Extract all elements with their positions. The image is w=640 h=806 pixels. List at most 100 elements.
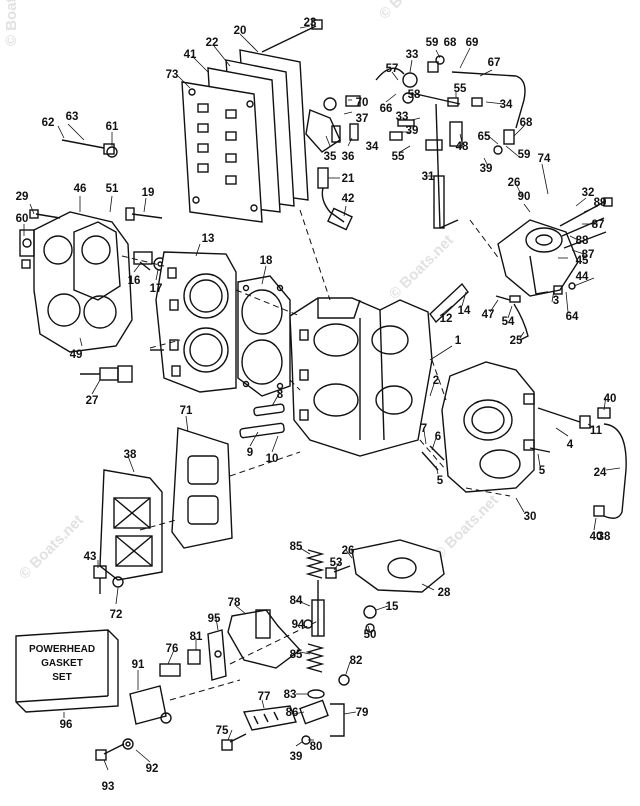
callout-number: 33 xyxy=(406,49,419,61)
linkage-12-14 xyxy=(429,282,576,341)
callout-number: 60 xyxy=(16,213,29,225)
callout-number: 26 xyxy=(508,177,521,189)
callout-number: 40 xyxy=(604,393,617,405)
callout-number: 83 xyxy=(284,689,297,701)
callout-number: 36 xyxy=(342,151,355,163)
spark-plug xyxy=(80,365,133,383)
callout-number: 75 xyxy=(216,725,229,737)
parts-lineart xyxy=(15,19,627,761)
callout-number: 53 xyxy=(330,557,343,569)
callout-number: 41 xyxy=(184,49,197,61)
bypass-cover xyxy=(19,209,133,353)
callout-number: 81 xyxy=(190,631,203,643)
callout-number: 15 xyxy=(386,601,399,613)
callout-number: 71 xyxy=(180,405,193,417)
callout-number: 80 xyxy=(310,741,323,753)
callout-number: 40 xyxy=(590,531,603,543)
crankcase-bolts xyxy=(421,407,591,471)
callout-number: 59 xyxy=(426,37,439,49)
bolt-23 xyxy=(261,19,323,53)
callout-number: 63 xyxy=(66,111,79,123)
watermark: © Boats.net xyxy=(431,492,502,563)
callout-number: 30 xyxy=(524,511,537,523)
callout-number: 32 xyxy=(582,187,595,199)
alignment-lines xyxy=(121,209,511,701)
callout-number: 72 xyxy=(110,609,123,621)
callout-number: 57 xyxy=(386,63,399,75)
callout-number: 62 xyxy=(42,117,55,129)
callout-number: 55 xyxy=(392,151,405,163)
fuel-fitting xyxy=(317,167,353,231)
callout-number: 89 xyxy=(594,197,607,209)
dowel-pins xyxy=(239,403,285,439)
callout-number: 95 xyxy=(208,613,221,625)
callout-number: 23 xyxy=(304,17,317,29)
callout-number: 85 xyxy=(290,649,303,661)
callout-number: 8 xyxy=(277,389,284,401)
callout-number: 87 xyxy=(582,249,595,261)
callout-number: 22 xyxy=(206,37,219,49)
callout-number: 39 xyxy=(406,125,419,137)
callout-number: 93 xyxy=(102,781,115,793)
callout-number: 50 xyxy=(364,629,377,641)
callout-number: 38 xyxy=(598,531,611,543)
callout-number: 17 xyxy=(150,283,163,295)
callout-number: 39 xyxy=(480,163,493,175)
callout-number: 19 xyxy=(142,187,155,199)
callout-number: 82 xyxy=(350,655,363,667)
callout-number: 29 xyxy=(16,191,29,203)
callout-number: 10 xyxy=(266,453,279,465)
lower-linkage xyxy=(221,674,350,751)
callout-number: 3 xyxy=(553,295,559,307)
callout-number: 77 xyxy=(258,691,271,703)
callout-number: 67 xyxy=(488,57,501,69)
callout-number: 59 xyxy=(518,149,531,161)
callout-number: 76 xyxy=(166,643,179,655)
callout-number: 79 xyxy=(356,707,369,719)
callout-number: 38 xyxy=(124,449,137,461)
callout-number: 85 xyxy=(290,541,303,553)
throttle-linkage xyxy=(305,55,526,229)
callout-number: 49 xyxy=(70,349,83,361)
callout-number: 88 xyxy=(576,235,589,247)
callout-number: 43 xyxy=(84,551,97,563)
exhaust-cover-stack xyxy=(181,49,309,223)
callout-number: 21 xyxy=(342,173,355,185)
callout-number: 5 xyxy=(539,465,546,477)
block-91 xyxy=(129,685,172,725)
callout-number: 78 xyxy=(228,597,241,609)
throttle-cam xyxy=(325,539,445,633)
callout-number: 7 xyxy=(421,423,427,435)
callout-number: 11 xyxy=(590,425,603,437)
callout-number: 9 xyxy=(247,447,253,459)
callout-number: 51 xyxy=(106,183,119,195)
callout-number: 48 xyxy=(456,141,469,153)
kit-box-line-3: SET xyxy=(52,672,71,683)
callout-number: 84 xyxy=(290,595,303,607)
callout-number: 68 xyxy=(444,37,457,49)
callout-number: 86 xyxy=(286,707,299,719)
callout-number: 46 xyxy=(74,183,87,195)
callout-number: 55 xyxy=(454,83,467,95)
bolts-43-72 xyxy=(93,565,124,594)
callout-number: 42 xyxy=(342,193,355,205)
callout-number: 6 xyxy=(435,431,441,443)
callout-number: 13 xyxy=(202,233,215,245)
callout-number: 1 xyxy=(455,335,462,347)
callout-number: 74 xyxy=(538,153,551,165)
callout-number: 65 xyxy=(478,131,491,143)
mount-bracket xyxy=(159,609,302,681)
callout-number: 91 xyxy=(132,659,145,671)
callout-number: 44 xyxy=(576,271,589,283)
watermark: © Boats.net xyxy=(16,512,87,583)
callout-number: 58 xyxy=(408,89,421,101)
screw-93 xyxy=(95,738,134,761)
callout-number: 20 xyxy=(234,25,247,37)
callout-number: 47 xyxy=(482,309,495,321)
callout-number: 31 xyxy=(422,171,435,183)
kit-box-line-1: POWERHEAD xyxy=(29,644,95,655)
callout-number: 73 xyxy=(166,69,179,81)
callout-number: 33 xyxy=(396,111,409,123)
